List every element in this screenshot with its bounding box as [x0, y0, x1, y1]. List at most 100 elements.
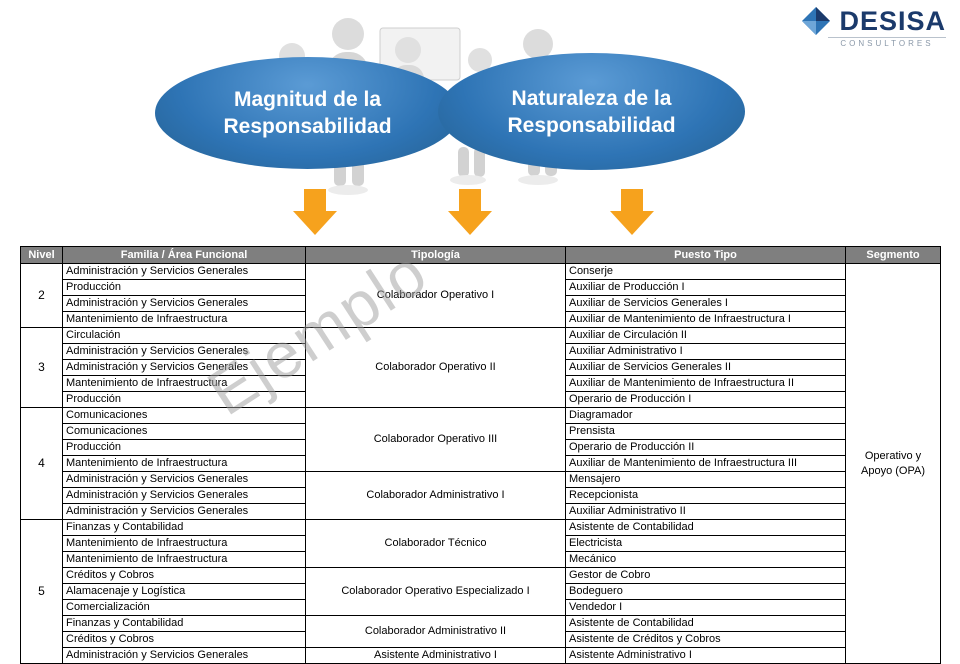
bubble-naturaleza-line1: Naturaleza de la	[511, 86, 672, 110]
bubble-magnitud-line2: Responsabilidad	[223, 115, 392, 138]
bubble-naturaleza-line2: Responsabilidad	[507, 113, 676, 137]
puesto-cell: Prensista	[565, 423, 846, 440]
logo-name: DESISA	[839, 5, 946, 36]
puesto-cell: Conserje	[565, 263, 846, 280]
down-arrow-icon	[610, 189, 654, 235]
familia-cell: Producción	[62, 279, 306, 296]
familia-cell: Créditos y Cobros	[62, 631, 306, 648]
puesto-cell: Electricista	[565, 535, 846, 552]
tipologia-cell: Asistente Administrativo I	[305, 647, 566, 664]
puesto-cell: Asistente de Créditos y Cobros	[565, 631, 846, 648]
tipologia-cell: Colaborador Técnico	[305, 519, 566, 568]
familia-cell: Administración y Servicios Generales	[62, 295, 306, 312]
familia-cell: Administración y Servicios Generales	[62, 263, 306, 280]
puesto-cell: Asistente de Contabilidad	[565, 519, 846, 536]
header-puesto: Puesto Tipo	[565, 246, 846, 264]
familia-cell: Comunicaciones	[62, 407, 306, 424]
puesto-cell: Operario de Producción I	[565, 391, 846, 408]
puesto-cell: Asistente Administrativo I	[565, 647, 846, 664]
puesto-cell: Auxiliar de Producción I	[565, 279, 846, 296]
familia-cell: Comunicaciones	[62, 423, 306, 440]
table-header-row: Nivel Familia / Área Funcional Tipología…	[20, 246, 941, 264]
puesto-cell: Mensajero	[565, 471, 846, 488]
header-tipologia: Tipología	[305, 246, 566, 264]
familia-cell: Finanzas y Contabilidad	[62, 615, 306, 632]
familia-cell: Administración y Servicios Generales	[62, 471, 306, 488]
familia-cell: Mantenimiento de Infraestructura	[62, 455, 306, 472]
table-row: Administración y Servicios Generales Auxi…	[21, 295, 941, 312]
familia-cell: Comercialización	[62, 599, 306, 616]
familia-cell: Mantenimiento de Infraestructura	[62, 551, 306, 568]
nivel-cell: 5	[20, 519, 63, 664]
segmento-cell: Operativo y Apoyo (OPA)	[845, 263, 941, 664]
company-logo: DESISA CONSULTORES	[801, 6, 946, 48]
header-nivel: Nivel	[20, 246, 63, 264]
table-row: Mantenimiento de Infraestructura Mecánico	[21, 551, 941, 568]
familia-cell: Mantenimiento de Infraestructura	[62, 535, 306, 552]
down-arrow-icon	[293, 189, 337, 235]
familia-cell: Administración y Servicios Generales	[62, 487, 306, 504]
familia-cell: Producción	[62, 439, 306, 456]
familia-cell: Administración y Servicios Generales	[62, 359, 306, 376]
puesto-cell: Bodeguero	[565, 583, 846, 600]
puesto-cell: Asistente de Contabilidad	[565, 615, 846, 632]
tipologia-cell: Colaborador Operativo III	[305, 407, 566, 472]
familia-cell: Producción	[62, 391, 306, 408]
tipologia-cell: Colaborador Administrativo I	[305, 471, 566, 520]
familia-cell: Mantenimiento de Infraestructura	[62, 375, 306, 392]
table-row: Alamacenaje y Logística Bodeguero	[21, 583, 941, 600]
table-row: Producción Operario de Producción I	[21, 391, 941, 408]
puesto-cell: Auxiliar de Circulación II	[565, 327, 846, 344]
familia-cell: Administración y Servicios Generales	[62, 647, 306, 664]
familia-cell: Administración y Servicios Generales	[62, 343, 306, 360]
nivel-cell: 4	[20, 407, 63, 520]
puesto-cell: Auxiliar de Mantenimiento de Infraestruc…	[565, 375, 846, 392]
header-segmento: Segmento	[845, 246, 941, 264]
logo-subtitle: CONSULTORES	[828, 37, 946, 48]
tipologia-cell: Colaborador Operativo II	[305, 327, 566, 408]
puesto-cell: Operario de Producción II	[565, 439, 846, 456]
bubble-naturaleza: Naturaleza de la Responsabilidad	[438, 53, 745, 170]
table-row: Administración y Servicios Generales Auxi…	[21, 343, 941, 360]
tipologia-cell: Colaborador Operativo I	[305, 263, 566, 328]
nivel-cell: 3	[20, 327, 63, 408]
table-row: Producción Operario de Producción II	[21, 439, 941, 456]
familia-cell: Alamacenaje y Logística	[62, 583, 306, 600]
job-typology-table: Nivel Familia / Área Funcional Tipología…	[20, 246, 941, 664]
bubble-magnitud-line1: Magnitud de la	[234, 88, 381, 111]
puesto-cell: Diagramador	[565, 407, 846, 424]
puesto-cell: Recepcionista	[565, 487, 846, 504]
nivel-cell: 2	[20, 263, 63, 328]
tipologia-cell: Colaborador Operativo Especializado I	[305, 567, 566, 616]
table-row: Administración y Servicios Generales Auxi…	[21, 359, 941, 376]
header-familia: Familia / Área Funcional	[62, 246, 306, 264]
puesto-cell: Auxiliar de Mantenimiento de Infraestruc…	[565, 455, 846, 472]
puesto-cell: Auxiliar de Servicios Generales II	[565, 359, 846, 376]
bubble-magnitud: Magnitud de la Responsabilidad	[155, 57, 460, 169]
table-row: Comunicaciones Prensista	[21, 423, 941, 440]
table-row: Comercialización Vendedor I	[21, 599, 941, 616]
tipologia-cell: Colaborador Administrativo II	[305, 615, 566, 648]
down-arrow-icon	[448, 189, 492, 235]
puesto-cell: Auxiliar de Servicios Generales I	[565, 295, 846, 312]
puesto-cell: Auxiliar Administrativo II	[565, 503, 846, 520]
familia-cell: Finanzas y Contabilidad	[62, 519, 306, 536]
familia-cell: Circulación	[62, 327, 306, 344]
puesto-cell: Auxiliar Administrativo I	[565, 343, 846, 360]
puesto-cell: Gestor de Cobro	[565, 567, 846, 584]
logo-diamond-icon	[802, 7, 831, 35]
puesto-cell: Mecánico	[565, 551, 846, 568]
puesto-cell: Vendedor I	[565, 599, 846, 616]
familia-cell: Créditos y Cobros	[62, 567, 306, 584]
puesto-cell: Auxiliar de Mantenimiento de Infraestruc…	[565, 311, 846, 328]
